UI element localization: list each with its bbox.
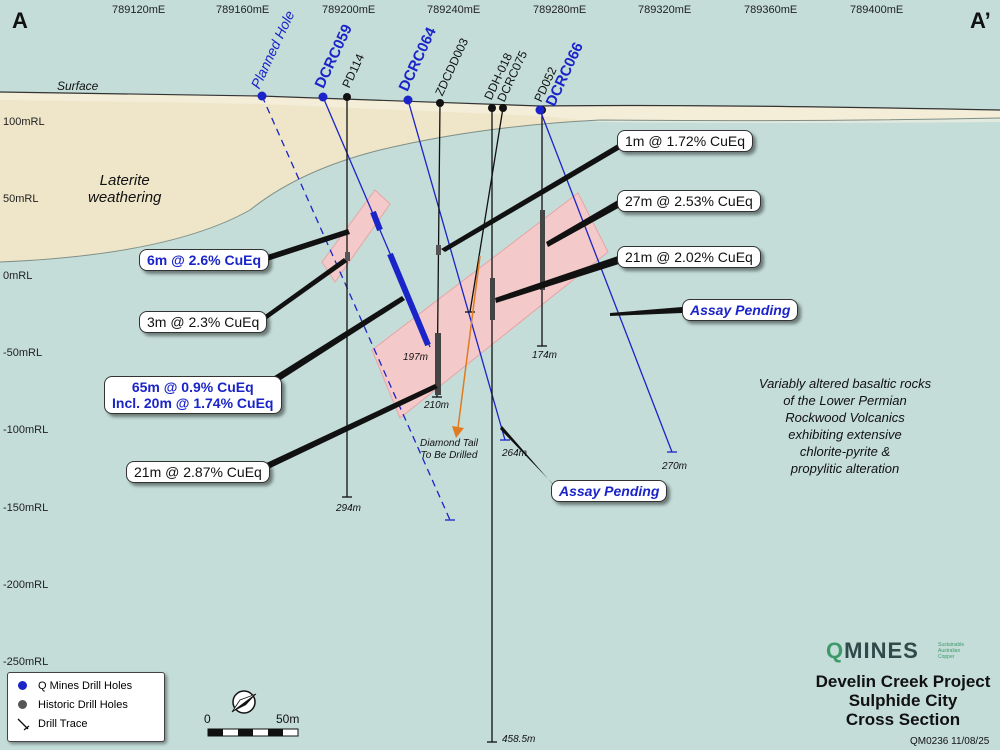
dcrc059-collar bbox=[318, 92, 328, 102]
dcrc059-intercept-main bbox=[387, 252, 431, 347]
assay-pending-callout: Assay Pending bbox=[682, 299, 799, 321]
easting-label: 789280mE bbox=[533, 4, 587, 16]
intercept-callout: 27m @ 2.53% CuEq bbox=[617, 190, 761, 212]
elevation-label: 50mRL bbox=[3, 193, 39, 205]
weathering-boundary bbox=[0, 117, 1000, 263]
elevation-label: 0mRL bbox=[3, 270, 33, 282]
easting-label: 789240mE bbox=[427, 4, 481, 16]
elevation-label: -100mRL bbox=[3, 424, 49, 436]
drill-trace-icon bbox=[16, 717, 30, 731]
leader-i7 bbox=[260, 384, 438, 472]
scale-end-label: 50m bbox=[276, 712, 300, 726]
intercept-callout: 1m @ 1.72% CuEq bbox=[617, 130, 754, 152]
scale-start-label: 0 bbox=[204, 712, 211, 726]
dcrc064-trace bbox=[407, 99, 506, 441]
legend: Q Mines Drill Holes Historic Drill Holes… bbox=[7, 672, 165, 742]
section-title: Cross Section bbox=[845, 710, 961, 729]
project-title: Develin Creek Project bbox=[815, 672, 991, 691]
easting-label: 789360mE bbox=[744, 4, 798, 16]
legend-item-historic: Historic Drill Holes bbox=[16, 698, 128, 712]
depth-dcrc066: 270m bbox=[662, 461, 688, 472]
easting-label: 789200mE bbox=[322, 4, 376, 16]
elevation-label: -50mRL bbox=[3, 347, 43, 359]
assay-pending-callout: Assay Pending bbox=[551, 480, 668, 502]
scale-bar bbox=[207, 728, 299, 737]
dcrc066-trace bbox=[539, 109, 673, 453]
diamond-tail-arrow bbox=[457, 255, 481, 429]
depth-dcrc064: 264m bbox=[502, 448, 528, 459]
intercept-callout-multi: 65m @ 0.9% CuEq Incl. 20m @ 1.74% CuEq bbox=[104, 376, 282, 414]
intercept-line: Incl. 20m @ 1.74% CuEq bbox=[112, 395, 274, 411]
leader-i5 bbox=[258, 258, 347, 324]
easting-label: 789320mE bbox=[638, 4, 692, 16]
legend-item-trace: Drill Trace bbox=[16, 717, 88, 731]
geology-note: Variably altered basaltic rocks of the L… bbox=[758, 376, 932, 476]
zdcdd003-collar bbox=[436, 99, 444, 107]
elevation-label: -200mRL bbox=[3, 579, 49, 591]
laterite-label: Laterite weathering bbox=[88, 172, 162, 206]
dcrc059-intercept bbox=[370, 210, 383, 232]
dcrc066-collar bbox=[535, 105, 545, 115]
intercept-callout: 21m @ 2.02% CuEq bbox=[617, 246, 761, 268]
easting-label: 789400mE bbox=[850, 4, 904, 16]
depth-zdcdd003: 210m bbox=[424, 400, 450, 411]
leader-i2 bbox=[546, 200, 622, 247]
intercept-callout: 3m @ 2.3% CuEq bbox=[139, 311, 268, 333]
depth-pd114: 294m bbox=[336, 503, 362, 514]
legend-label: Historic Drill Holes bbox=[38, 699, 128, 711]
logo-q: Q bbox=[826, 638, 845, 663]
laterite-zone bbox=[0, 92, 1000, 262]
leader-pending1 bbox=[610, 307, 682, 316]
black-dot-icon bbox=[16, 698, 30, 712]
logo-tagline: Sustainable Australian Copper bbox=[938, 642, 965, 660]
leader-i3 bbox=[495, 256, 622, 303]
diamond-tail-note: Diamond Tail To Be Drilled bbox=[420, 438, 478, 461]
leader-i4 bbox=[258, 229, 350, 264]
intercept-callout: 6m @ 2.6% CuEq bbox=[139, 249, 270, 271]
legend-label: Q Mines Drill Holes bbox=[38, 680, 133, 692]
surface-line bbox=[0, 91, 1000, 111]
elevation-label: -150mRL bbox=[3, 502, 49, 514]
legend-item-qmines: Q Mines Drill Holes bbox=[16, 679, 132, 693]
qmines-logo: QMINES Sustainable Australian Copper bbox=[826, 638, 964, 664]
figure-code: QM0236 11/08/25 bbox=[910, 736, 990, 747]
project-subtitle: Sulphide City bbox=[848, 691, 958, 710]
dcrc075-collar bbox=[499, 104, 507, 112]
elevation-label: -250mRL bbox=[3, 656, 49, 668]
intercept-callout: 21m @ 2.87% CuEq bbox=[126, 461, 270, 483]
elevation-label: 100mRL bbox=[3, 116, 45, 128]
surface-label: Surface bbox=[57, 79, 99, 93]
blue-dot-icon bbox=[16, 679, 30, 693]
logo-text: MINES bbox=[844, 638, 919, 663]
depth-ddh018: 458.5m bbox=[502, 734, 536, 745]
legend-label: Drill Trace bbox=[38, 718, 88, 730]
north-arrow-icon bbox=[231, 690, 257, 714]
leader-pending2 bbox=[500, 426, 556, 488]
easting-label: 789120mE bbox=[112, 4, 166, 16]
depth-pd052: 174m bbox=[532, 350, 558, 361]
dcrc075-trace bbox=[469, 107, 504, 313]
dcrc064-collar bbox=[403, 95, 413, 105]
section-end-label: A’ bbox=[970, 8, 991, 33]
section-start-label: A bbox=[12, 8, 28, 33]
pd114-collar bbox=[343, 93, 351, 101]
planned-hole-trace bbox=[261, 95, 451, 521]
leader-i6 bbox=[260, 296, 405, 392]
easting-label: 789160mE bbox=[216, 4, 270, 16]
leader-i1 bbox=[441, 144, 622, 252]
planned-hole-collar bbox=[257, 91, 267, 101]
depth-dcrc059: 197m bbox=[403, 352, 429, 363]
ddh018-collar bbox=[488, 104, 496, 112]
intercept-line: 65m @ 0.9% CuEq bbox=[131, 379, 254, 395]
